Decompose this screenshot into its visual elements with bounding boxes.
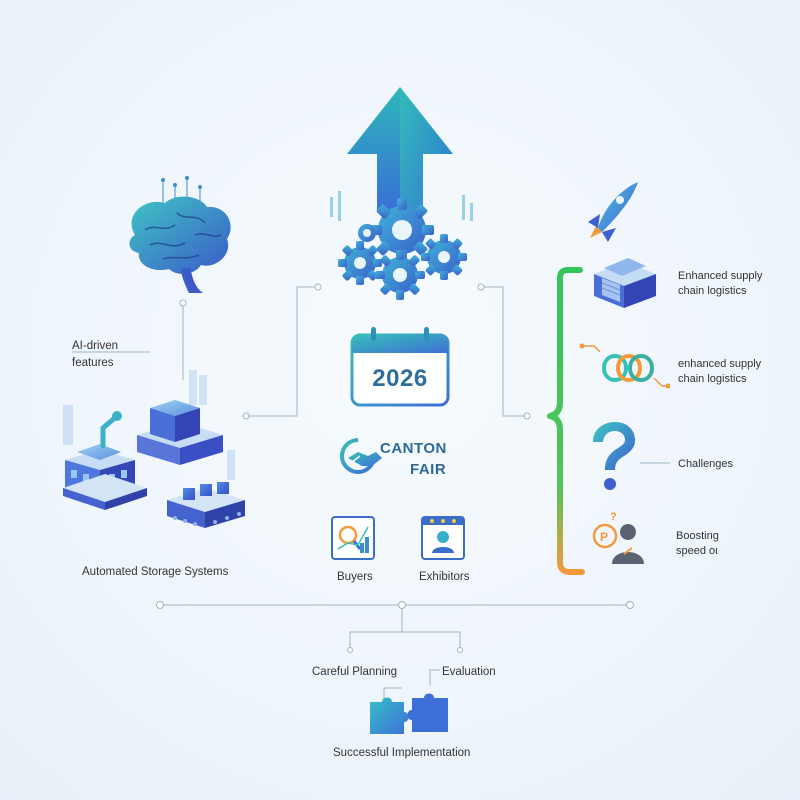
arrow-up-icon xyxy=(347,87,453,212)
svg-text:?: ? xyxy=(610,511,617,523)
right-item3: Challenges xyxy=(678,458,734,470)
calendar-icon: 2026 xyxy=(349,327,451,407)
bracket-shape xyxy=(547,267,585,575)
exhibitors-icon xyxy=(421,516,465,560)
right-item2-line1: enhanced supply xyxy=(678,358,762,370)
planning-label: Careful Planning xyxy=(312,666,398,678)
buyers-label: Buyers xyxy=(337,571,373,583)
storage-label: Automated Storage Systems xyxy=(82,566,229,578)
evaluation-label: Evaluation xyxy=(442,666,496,678)
brand-line2: FAIR xyxy=(410,461,447,478)
speed-person-icon: ? P xyxy=(592,511,644,564)
knot-icon xyxy=(579,343,670,389)
question-icon xyxy=(593,422,635,490)
exhibitors-label: Exhibitors xyxy=(419,571,470,583)
warehouse-icon xyxy=(594,258,656,308)
brand-line1: CANTON xyxy=(380,440,447,457)
svg-text:P: P xyxy=(600,530,608,544)
brain-icon xyxy=(129,176,231,293)
right-item4-line2: speed οι xyxy=(676,545,718,557)
factory-icon xyxy=(63,370,245,528)
gears-icon xyxy=(330,191,473,300)
rocket-icon xyxy=(588,182,638,242)
right-item1-line2: chain logistics xyxy=(678,285,747,297)
ai-label-line2: features xyxy=(72,357,114,369)
right-item1-line1: Enhanced supply xyxy=(678,270,763,282)
implementation-label: Successful Implementation xyxy=(333,747,471,759)
right-item2-line2: chain logistics xyxy=(678,373,747,385)
handshake-icon xyxy=(340,438,382,474)
right-item4-line1: Boosting xyxy=(676,530,719,542)
buyers-icon xyxy=(331,516,375,560)
ai-label-line1: AI-driven xyxy=(72,340,119,352)
year-label: 2026 xyxy=(372,365,428,392)
puzzle-icon xyxy=(370,693,448,734)
